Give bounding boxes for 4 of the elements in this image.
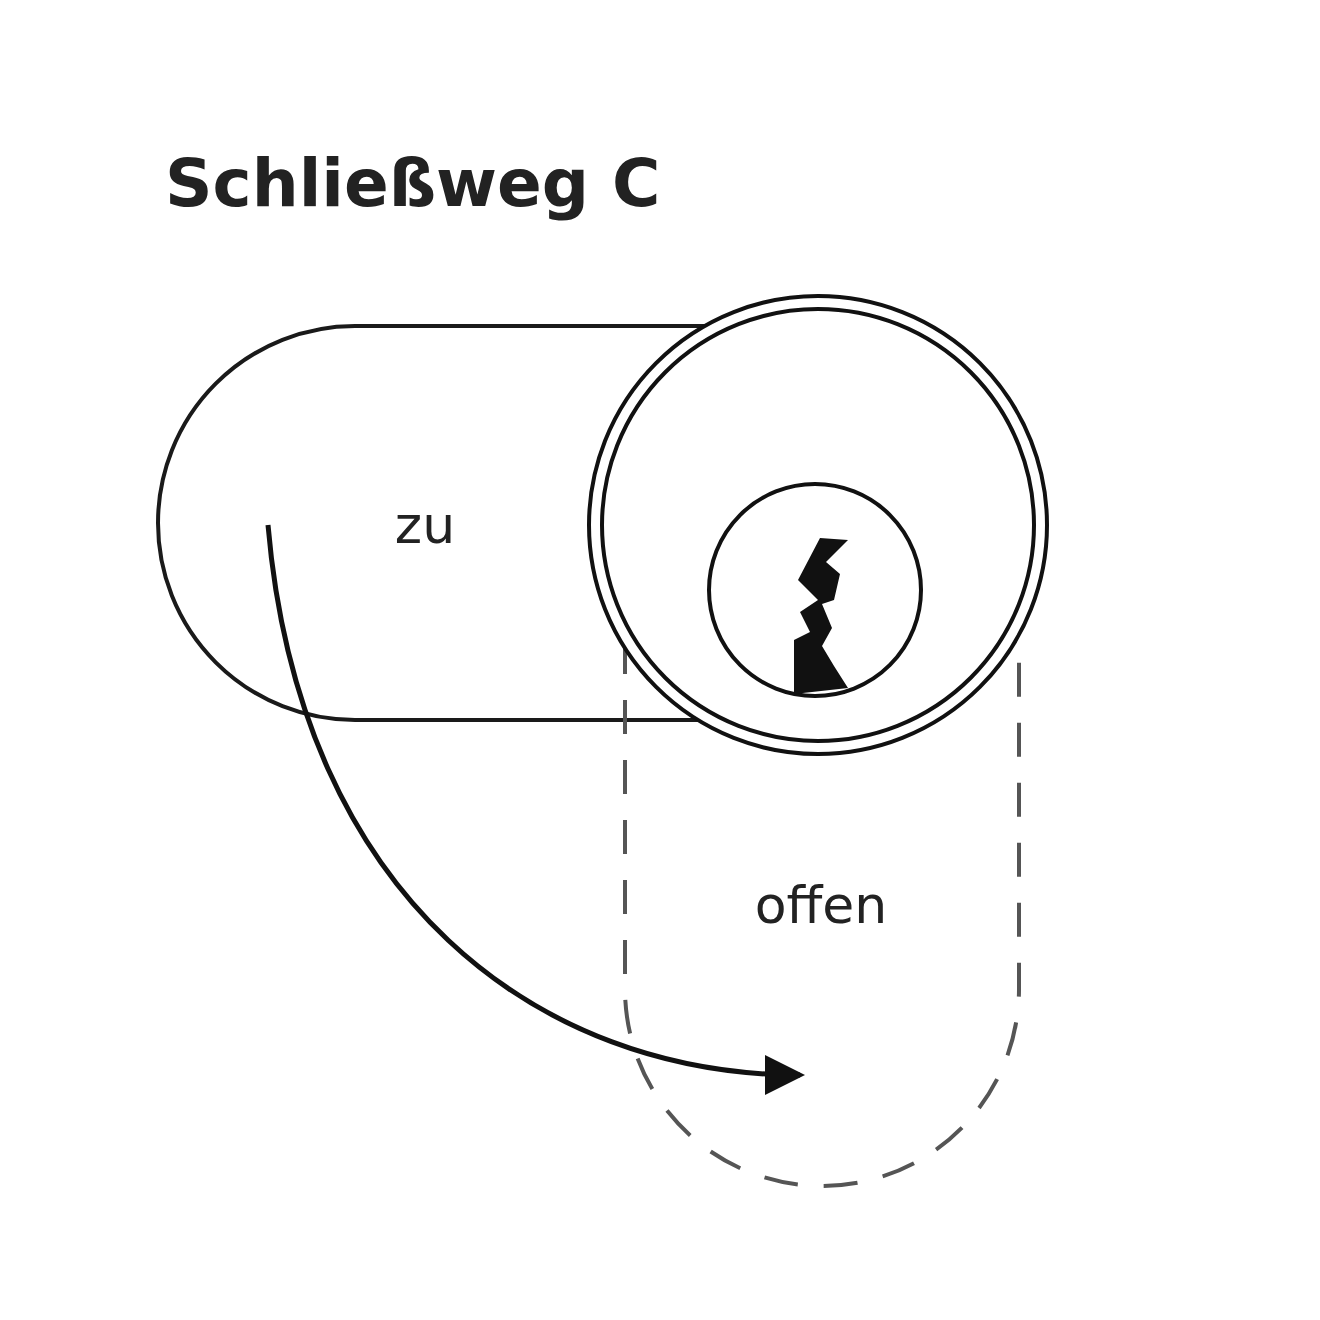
position-label: offen	[754, 875, 888, 935]
position-label: zu	[394, 495, 456, 555]
arrow	[265, 524, 805, 1093]
title: Schließweg C	[165, 145, 661, 222]
